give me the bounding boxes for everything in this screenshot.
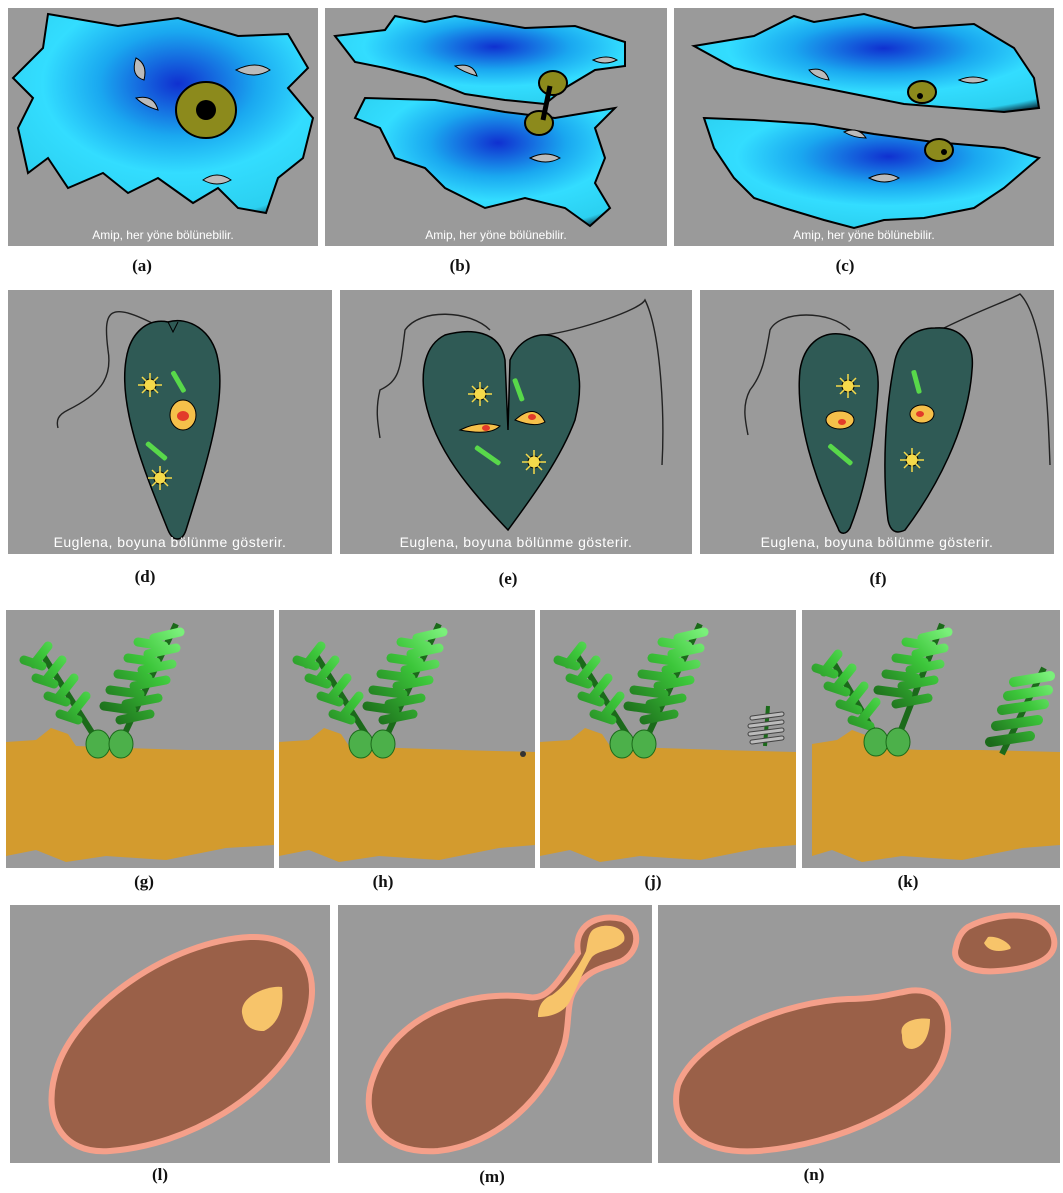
hydra-base — [610, 730, 634, 758]
hydra-base — [349, 730, 373, 758]
euglena-caption: Euglena, boyuna bölünme gösterir. — [700, 534, 1054, 550]
nucleolus — [196, 100, 216, 120]
hydra-stalk-left — [816, 654, 880, 742]
hydra-stalk-left — [297, 646, 371, 742]
euglena-cell-right — [885, 328, 972, 532]
nucleolus — [941, 149, 947, 155]
euglena-cell-left — [799, 334, 878, 533]
nucleus — [908, 81, 936, 103]
hydra-panel-h — [279, 610, 535, 868]
soil — [279, 728, 535, 862]
panel-label-l: (l) — [130, 1165, 190, 1185]
yeast-illustration — [10, 905, 330, 1163]
panel-label-e: (e) — [478, 569, 538, 589]
nucleolus — [916, 411, 924, 417]
yeast-illustration — [338, 905, 652, 1163]
amoeba-cell-bottom — [704, 118, 1039, 228]
hydra-stalk-right — [104, 624, 180, 748]
hydra-stalk-left — [558, 646, 632, 742]
euglena-panel-d: Euglena, boyuna bölünme gösterir. — [8, 290, 332, 554]
hydra-stalk-left — [24, 646, 98, 742]
euglena-illustration — [340, 290, 692, 554]
amoeba-cell-top — [694, 14, 1039, 112]
euglena-caption: Euglena, boyuna bölünme gösterir. — [340, 534, 692, 550]
amoeba-panel-a: Amip, her yöne bölünebilir. — [8, 8, 318, 246]
yeast-cell — [51, 937, 312, 1151]
nucleolus — [917, 93, 923, 99]
yeast-panel-l — [10, 905, 330, 1163]
nucleus — [925, 139, 953, 161]
soil — [6, 728, 274, 862]
amoeba-cell — [13, 14, 313, 213]
panel-label-f: (f) — [848, 569, 908, 589]
amoeba-panel-b: Amip, her yöne bölünebilir. — [325, 8, 667, 246]
nucleolus — [528, 414, 536, 420]
amoeba-cell-bottom — [355, 98, 615, 226]
hydra-stalk-right — [628, 624, 704, 748]
nucleolus — [838, 419, 846, 425]
panel-label-j: (j) — [623, 872, 683, 892]
hydra-illustration — [802, 610, 1060, 868]
panel-label-g: (g) — [114, 872, 174, 892]
growing-bud — [750, 706, 782, 746]
hydra-base — [886, 728, 910, 756]
new-bud — [520, 751, 526, 757]
panel-label-b: (b) — [430, 256, 490, 276]
hydra-base — [371, 730, 395, 758]
hydra-base — [109, 730, 133, 758]
panel-label-m: (m) — [462, 1167, 522, 1187]
panel-label-c: (c) — [815, 256, 875, 276]
hydra-panel-g — [6, 610, 274, 868]
hydra-stalk-right — [878, 624, 948, 748]
hydra-base — [632, 730, 656, 758]
panel-label-a: (a) — [112, 256, 172, 276]
amoeba-illustration — [325, 8, 667, 246]
amoeba-caption: Amip, her yöne bölünebilir. — [8, 228, 318, 242]
yeast-panel-m — [338, 905, 652, 1163]
euglena-panel-e: Euglena, boyuna bölünme gösterir. — [340, 290, 692, 554]
panel-label-n: (n) — [784, 1165, 844, 1185]
euglena-cell — [423, 332, 579, 530]
hydra-illustration — [6, 610, 274, 868]
panel-label-h: (h) — [353, 872, 413, 892]
amoeba-caption: Amip, her yöne bölünebilir. — [674, 228, 1054, 242]
nucleolus — [482, 425, 490, 431]
amoeba-panel-c: Amip, her yöne bölünebilir. — [674, 8, 1054, 246]
euglena-cell — [125, 321, 220, 539]
yeast-panel-n — [658, 905, 1060, 1163]
amoeba-illustration — [8, 8, 318, 246]
nucleus — [539, 71, 567, 95]
hydra-panel-j — [540, 610, 796, 868]
euglena-illustration — [8, 290, 332, 554]
yeast-illustration — [658, 905, 1060, 1163]
panel-label-k: (k) — [878, 872, 938, 892]
hydra-illustration — [279, 610, 535, 868]
amoeba-cell-top — [335, 16, 625, 104]
yeast-mother-cell — [676, 990, 948, 1151]
hydra-stalk-right — [367, 624, 443, 748]
hydra-panel-k — [802, 610, 1060, 868]
nucleus — [525, 111, 553, 135]
soil — [540, 728, 796, 862]
hydra-illustration — [540, 610, 796, 868]
euglena-panel-f: Euglena, boyuna bölünme gösterir. — [700, 290, 1054, 554]
new-hydra — [990, 668, 1050, 754]
euglena-caption: Euglena, boyuna bölünme gösterir. — [8, 534, 332, 550]
soil — [812, 730, 1060, 862]
euglena-illustration — [700, 290, 1054, 554]
panel-label-d: (d) — [115, 567, 175, 587]
hydra-base — [86, 730, 110, 758]
nucleolus — [177, 411, 189, 421]
hydra-base — [864, 728, 888, 756]
amoeba-caption: Amip, her yöne bölünebilir. — [325, 228, 667, 242]
amoeba-illustration — [674, 8, 1054, 246]
